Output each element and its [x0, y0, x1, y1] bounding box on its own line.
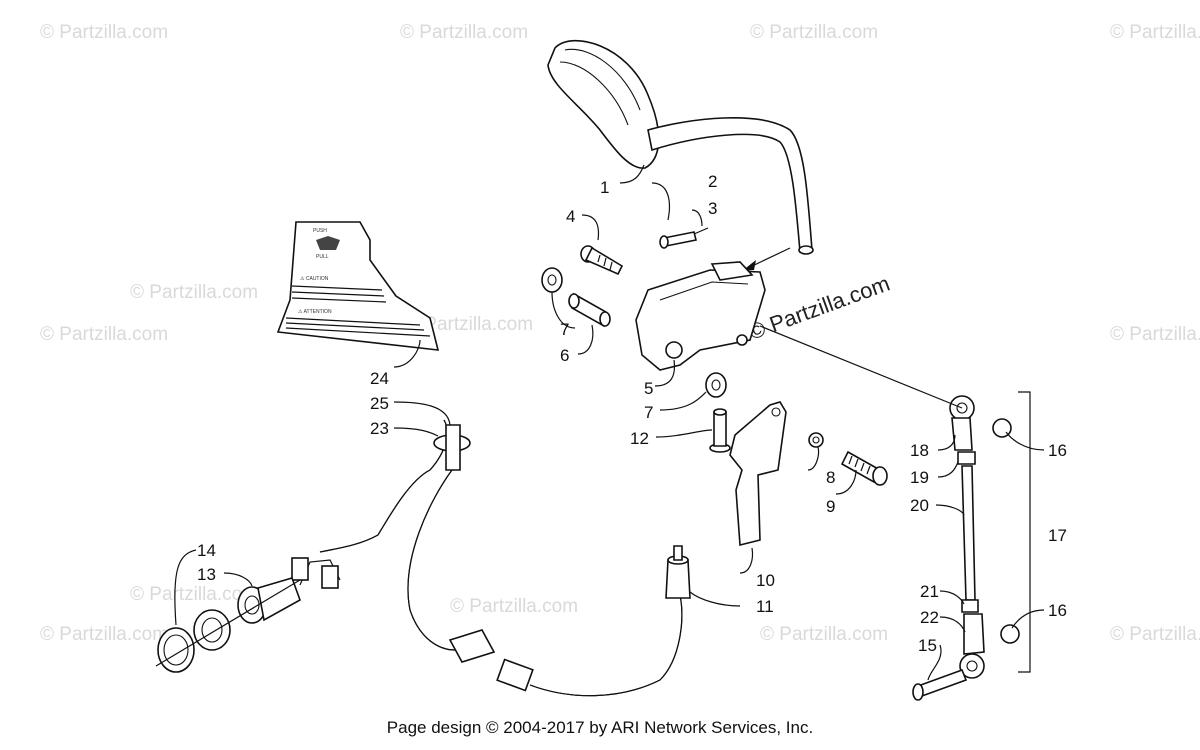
decal-caution: ⚠ CAUTION [300, 276, 329, 282]
callout-8: 8 [826, 468, 835, 487]
decal-pull: PULL [316, 254, 329, 260]
callout-18: 18 [910, 441, 929, 460]
watermark: © Partzilla.com [450, 596, 578, 617]
clevis-pin [659, 227, 709, 249]
indicator-socket [155, 577, 301, 673]
leader-line [759, 325, 963, 409]
callout-16b: 16 [1048, 601, 1067, 620]
callout-6: 6 [560, 346, 569, 365]
callout-21: 21 [920, 582, 939, 601]
callout-25: 25 [370, 394, 389, 413]
watermark: © Partzilla.com [40, 624, 168, 645]
watermark: © Partzilla.com [130, 282, 258, 303]
watermark: © Partzilla.com [1110, 22, 1200, 43]
callout-19: 19 [910, 468, 929, 487]
watermark: © Partzilla.com [40, 324, 168, 345]
watermark: © Partzilla.com [400, 22, 528, 43]
callout-24: 24 [370, 369, 389, 388]
footer-copyright: Page design © 2004-2017 by ARI Network S… [386, 718, 814, 737]
plate-bolt [840, 450, 888, 486]
watermark: © Partzilla.com [1110, 624, 1200, 645]
watermark: © Partzilla.com [750, 22, 878, 43]
sensor-switch [665, 545, 691, 599]
callout-12: 12 [630, 429, 649, 448]
watermark: © Partzilla.com [760, 624, 888, 645]
callout-16a: 16 [1048, 441, 1067, 460]
shift-bracket [635, 261, 766, 371]
callout-22: 22 [920, 608, 939, 627]
watermark-center: © Partzilla.com [745, 271, 893, 345]
callout-17: 17 [1048, 526, 1067, 545]
callout-2: 2 [708, 172, 717, 191]
shift-lever [547, 39, 814, 255]
callout-7a: 7 [560, 320, 569, 339]
switch-plate [729, 401, 787, 547]
callout-23: 23 [370, 419, 389, 438]
callout-14: 14 [197, 541, 216, 560]
leader-lines [174, 164, 1045, 681]
watermark: © Partzilla.com [130, 584, 258, 605]
switch-connector [448, 594, 683, 697]
callout-11: 11 [756, 597, 774, 616]
warning-decal: PUSH PULL ⚠ CAUTION ⚠ ATTENTION [276, 221, 440, 351]
watermark: © Partzilla.com [40, 22, 168, 43]
callout-20: 20 [910, 496, 929, 515]
bracket-17 [1018, 391, 1031, 673]
neutral-switch [709, 408, 731, 453]
callout-7b: 7 [644, 403, 653, 422]
wire-harness [291, 419, 471, 651]
star-washer [808, 432, 824, 448]
callout-15: 15 [918, 636, 937, 655]
callout-13: 13 [197, 565, 216, 584]
pivot-bolt [580, 245, 624, 276]
callout-10: 10 [756, 571, 775, 590]
linkage-rod-assembly [912, 395, 1020, 701]
decal-push: PUSH [313, 228, 327, 234]
callout-9: 9 [826, 497, 835, 516]
watermark: © Partzilla.com [405, 314, 533, 335]
callout-5: 5 [644, 379, 653, 398]
callout-labels: 1 2 3 4 5 6 7 7 8 9 10 11 12 13 14 15 16… [197, 172, 1067, 655]
watermarks: © Partzilla.com © Partzilla.com © Partzi… [40, 22, 1200, 645]
bushing [568, 292, 611, 328]
callout-1: 1 [600, 178, 609, 197]
callout-4: 4 [566, 207, 575, 226]
watermark: © Partzilla.com [1110, 324, 1200, 345]
decal-attention: ⚠ ATTENTION [298, 309, 332, 315]
callout-3: 3 [708, 199, 717, 218]
